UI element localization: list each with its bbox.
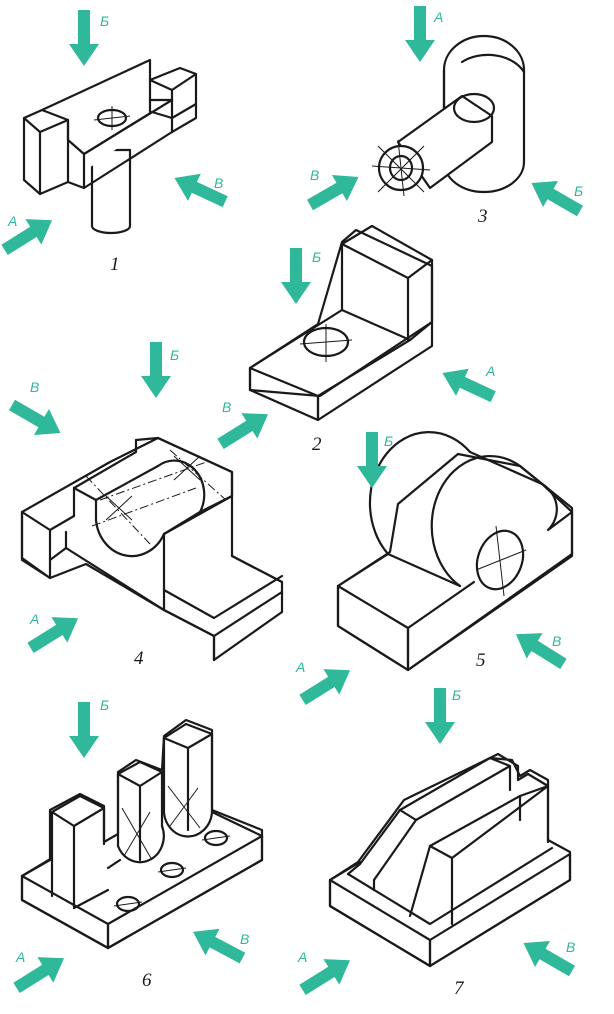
part-7: [328, 752, 572, 968]
part-7-label: 7: [454, 978, 465, 999]
part-6-view-arrow-b: Б: [69, 697, 109, 758]
svg-text:В: В: [566, 939, 575, 955]
svg-text:Б: Б: [170, 347, 179, 363]
svg-text:В: В: [240, 931, 249, 947]
part-6-view-arrow-c: В: [186, 918, 250, 972]
part-3-view-arrow-b: Б: [523, 170, 588, 224]
part-1-label: 1: [110, 254, 120, 275]
part-7-view-arrow-b: Б: [425, 687, 461, 744]
part-6: [20, 718, 264, 950]
part-3-view-arrow-c: В: [302, 164, 367, 218]
part-2-label: 2: [312, 434, 322, 455]
part-5-view-arrow-b: Б: [357, 432, 393, 488]
svg-text:В: В: [310, 167, 319, 183]
svg-text:А: А: [297, 949, 307, 965]
svg-text:Б: Б: [574, 183, 583, 199]
svg-text:В: В: [30, 379, 39, 395]
svg-text:В: В: [552, 633, 561, 649]
part-2-view-arrow-b: Б: [281, 248, 321, 304]
part-7-view-arrow-c: В: [515, 930, 580, 984]
part-2-view-arrow-c: В: [212, 399, 276, 457]
part-2-view-arrow-a: А: [436, 359, 500, 411]
part-3: [371, 34, 526, 197]
part-4-label: 4: [134, 648, 144, 669]
svg-text:А: А: [29, 611, 39, 627]
part-2: [248, 224, 434, 422]
part-5-view-arrow-a: А: [294, 657, 358, 713]
part-1-view-arrow-a: А: [0, 207, 60, 263]
svg-text:Б: Б: [100, 697, 109, 713]
svg-text:А: А: [295, 659, 305, 675]
svg-text:В: В: [222, 399, 231, 415]
part-3-label: 3: [477, 206, 488, 227]
part-5-label: 5: [476, 650, 486, 671]
part-1-view-arrow-c: В: [168, 164, 232, 216]
svg-text:А: А: [433, 9, 443, 25]
svg-text:Б: Б: [452, 687, 461, 703]
svg-text:Б: Б: [312, 249, 321, 265]
svg-text:В: В: [214, 175, 223, 191]
part-1-view-arrow-b: Б: [69, 10, 109, 66]
svg-text:А: А: [485, 363, 495, 379]
part-4-view-arrow-a: А: [22, 605, 86, 661]
part-6-view-arrow-a: А: [8, 945, 72, 1001]
part-6-label: 6: [142, 970, 152, 991]
part-5-view-arrow-c: В: [508, 621, 572, 677]
svg-text:Б: Б: [100, 13, 109, 29]
part-5: [336, 431, 574, 672]
svg-text:Б: Б: [384, 433, 393, 449]
part-3-view-arrow-a: А: [405, 6, 443, 62]
part-4: [20, 436, 284, 662]
part-4-view-arrow-b: Б: [141, 342, 179, 398]
svg-text:А: А: [7, 213, 17, 229]
part-1: [22, 58, 198, 235]
part-4-view-arrow-c: В: [4, 379, 69, 446]
part-7-view-arrow-a: А: [294, 947, 358, 1003]
svg-text:А: А: [15, 949, 25, 965]
